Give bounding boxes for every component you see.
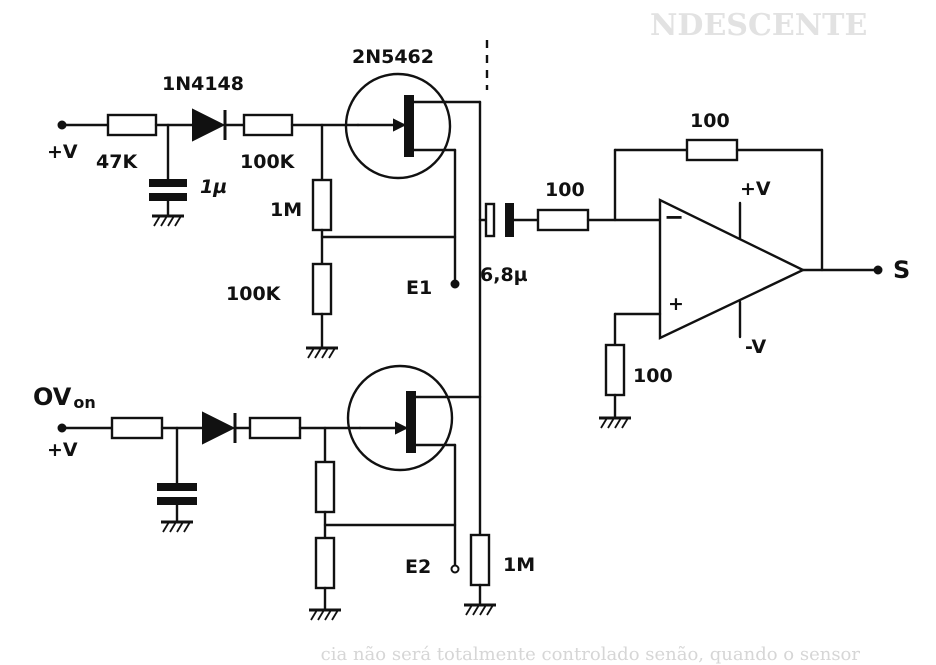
ground-symbol-drain — [464, 603, 496, 616]
drain-node — [464, 40, 496, 616]
r-47k-label: 47K — [96, 151, 138, 173]
opamp-stage — [536, 138, 883, 429]
e2-test-point — [450, 564, 460, 574]
on-label-subscript: on — [73, 393, 95, 412]
r-1m-divider-label: 1M — [270, 199, 302, 221]
opamp-minus-supply-label: -V — [745, 336, 767, 358]
diode-1n4148-top — [192, 108, 227, 142]
jfet-part-label: 2N5462 — [352, 46, 434, 68]
bottom-input-chain — [57, 411, 460, 621]
output-label: S — [893, 256, 910, 284]
resistor-100-ground — [604, 343, 626, 397]
jfet-2n5462-top — [344, 72, 482, 180]
resistor-1m-divider — [311, 178, 333, 232]
coupling-cap-label: 6,8µ — [480, 264, 528, 286]
r-100-ground-label: 100 — [633, 365, 673, 387]
r-100k-series-label: 100K — [240, 151, 296, 173]
coupling-capacitor — [478, 202, 540, 238]
resistor-100-input — [536, 208, 590, 232]
ground-symbol-cap-bottom — [161, 520, 193, 533]
r-100-input-label: 100 — [545, 179, 585, 201]
ghost-footer-text: cia não será totalmente controlado senão… — [321, 644, 861, 665]
top-input-chain — [57, 108, 460, 359]
ghost-header-text: NDESCENTE — [650, 8, 867, 43]
resistor-100-feedback — [685, 138, 739, 162]
e2-label: E2 — [405, 556, 431, 578]
opamp-noninverting-sign: + — [668, 293, 684, 315]
resistor-100k-series-top — [242, 113, 294, 137]
resistor-47k — [106, 113, 158, 137]
resistor-divider-lower-bottom — [314, 536, 336, 590]
r-100k-divider-label: 100K — [226, 283, 282, 305]
ground-symbol-opamp — [599, 416, 631, 429]
c-1u-label: 1µ — [200, 176, 227, 198]
ground-symbol-cap-top — [152, 214, 184, 227]
opamp-plus-supply-label: +V — [740, 178, 771, 200]
supply-top-label: +V — [47, 141, 78, 163]
e1-test-point — [450, 279, 460, 289]
capacitor-1u — [149, 179, 187, 201]
supply-bottom-label: +V — [47, 439, 78, 461]
output-terminal — [873, 265, 883, 275]
r-1m-drain-label: 1M — [503, 554, 535, 576]
diode-bottom — [202, 411, 237, 445]
resistor-series-bottom — [248, 416, 302, 440]
r-100-feedback-label: 100 — [690, 110, 730, 132]
ground-symbol-divider-top — [306, 346, 338, 359]
resistor-input-bottom — [110, 416, 164, 440]
resistor-1m-drain — [469, 533, 491, 587]
diode-part-label: 1N4148 — [162, 73, 244, 95]
ground-symbol-divider-bottom — [309, 608, 341, 621]
capacitor-bottom — [157, 483, 197, 505]
opamp-inverting-sign: − — [664, 203, 684, 231]
on-label-main: OV — [33, 383, 72, 411]
resistor-100k-divider — [311, 262, 333, 316]
resistor-divider-upper-bottom — [314, 460, 336, 514]
opamp-triangle — [658, 198, 806, 340]
e1-label: E1 — [406, 277, 432, 299]
jfet-bottom — [346, 364, 482, 472]
